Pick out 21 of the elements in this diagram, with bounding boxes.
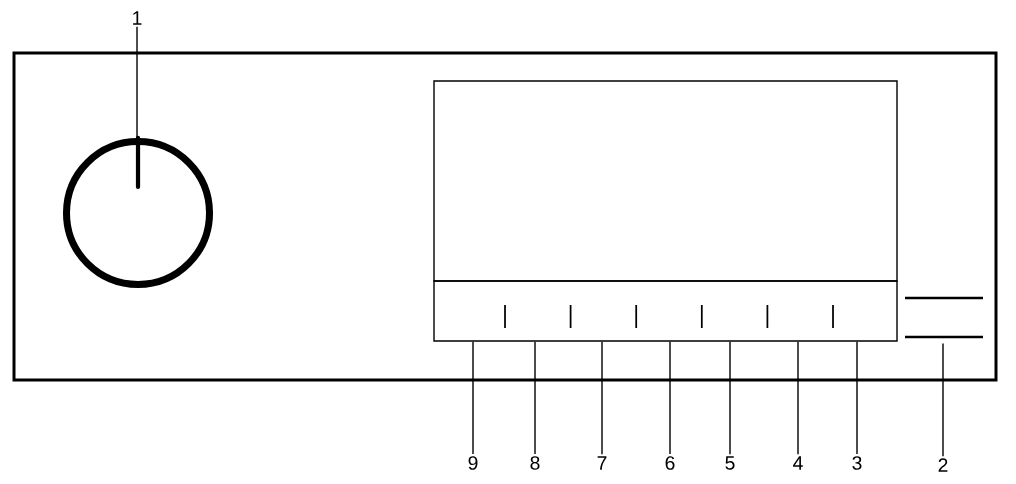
callout-number: 2 [938, 458, 948, 472]
leader-line [729, 341, 731, 455]
leader-line [797, 341, 799, 455]
leader-line [534, 341, 536, 455]
indicator-line [905, 335, 983, 339]
callout-number: 9 [468, 456, 478, 470]
callout-number: 1 [133, 11, 142, 25]
callout-number: 6 [665, 456, 675, 470]
leader-line [856, 341, 858, 455]
leader-line [136, 26, 138, 139]
callout-number: 3 [852, 456, 862, 470]
leader-line [669, 341, 671, 455]
leader-line [942, 342, 944, 457]
leader-line [601, 341, 603, 455]
callout-number: 5 [725, 456, 735, 470]
button-strip [433, 280, 898, 342]
leader-line [472, 341, 474, 455]
callout-number: 7 [597, 456, 607, 470]
callout-number: 4 [793, 456, 803, 470]
knob-drawing [63, 135, 214, 288]
callout-number: 8 [530, 456, 540, 470]
